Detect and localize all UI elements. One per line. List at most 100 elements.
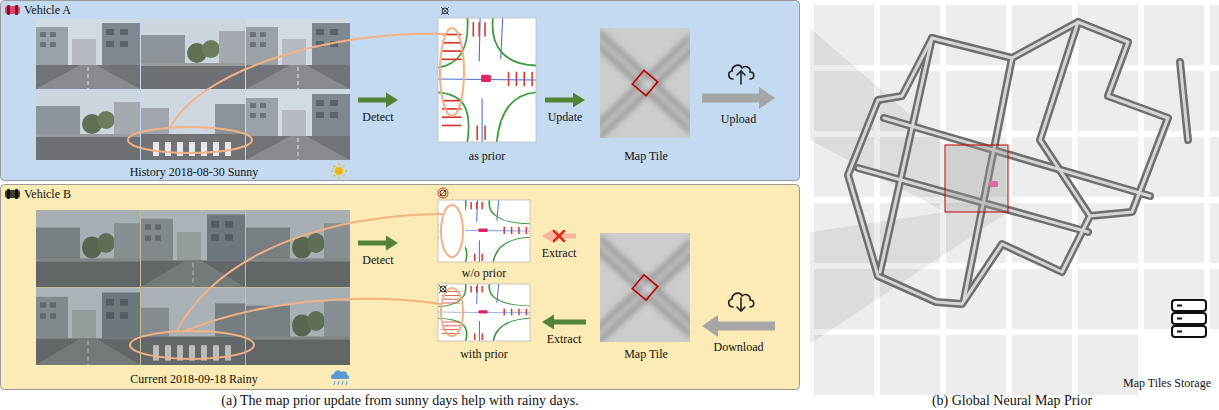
arrow-head <box>542 315 554 330</box>
flow-arrow <box>358 236 398 251</box>
highlight-ellipses <box>128 127 252 153</box>
hd-map-images <box>438 284 530 341</box>
vehicle-icons <box>15 189 18 199</box>
map-tile-grid <box>1012 335 1072 395</box>
vehicle-panel: Vehicle BCurrent 2018-09-18 Rainyw/o pri… <box>0 184 800 390</box>
vehicle-icons <box>5 6 20 14</box>
panel-divider <box>0 182 800 184</box>
hd-map-images <box>438 200 530 262</box>
camera-image: History 2018-08-30 Sunny <box>36 18 352 180</box>
map-tile: Map Tile <box>596 26 696 164</box>
weather-icons <box>338 177 339 179</box>
highlight-ellipses <box>441 288 463 336</box>
node-text: Map Tiles Storage <box>1123 376 1211 390</box>
server-icon <box>1172 300 1206 337</box>
weather-icons <box>343 166 345 168</box>
subfigure-caption: (a) The map prior update from sunny days… <box>221 393 578 409</box>
server-icon <box>1172 326 1206 337</box>
weather-icons <box>343 175 345 177</box>
map-tile-grid <box>1078 269 1138 329</box>
vehicle-icons <box>5 190 20 198</box>
gps-icons <box>440 190 446 196</box>
server-icon <box>1172 313 1206 324</box>
camera-images-rainy <box>36 210 350 365</box>
highlight-ellipses <box>182 299 441 332</box>
map-tile-grid <box>814 335 874 395</box>
hd-map-images <box>438 18 536 142</box>
node-text: as prior <box>469 149 505 163</box>
flow-arrow <box>545 93 585 108</box>
map-tile-grid <box>946 335 1006 395</box>
vehicle-icons <box>5 5 20 199</box>
arrow-shaft <box>358 98 387 103</box>
cloud-download-icon <box>729 293 754 311</box>
server-icon <box>1177 305 1182 307</box>
weather-icons <box>331 370 349 379</box>
hd-map-images <box>438 284 530 341</box>
camera-images-rainy <box>36 210 350 365</box>
arrow-head <box>573 93 585 108</box>
gps-icons <box>438 7 449 293</box>
highlight-ellipses <box>440 28 464 116</box>
map-tile-grid <box>1144 71 1204 131</box>
flow-arrow <box>542 229 576 244</box>
highlight-ellipses <box>441 205 463 257</box>
arrow-head <box>386 93 398 108</box>
vehicle-icons <box>7 189 10 199</box>
map-tile-grid <box>880 335 940 395</box>
cloud-download-icon <box>737 298 745 311</box>
weather-icons <box>346 381 347 385</box>
panel-backgrounds <box>1 1 800 390</box>
hd-map-images <box>438 18 536 142</box>
highlight-ellipses <box>130 331 254 359</box>
edge-label: Detect <box>362 110 393 124</box>
panel-backgrounds <box>1 185 800 390</box>
cloud-upload-icon <box>729 65 754 84</box>
map-tile-grid <box>1210 137 1219 197</box>
edge-label: Download <box>714 340 764 354</box>
camera-image: Current 2018-09-18 Rainy <box>36 207 352 387</box>
arrow-head <box>702 315 718 337</box>
edge-label: Update <box>548 110 583 124</box>
camera-images-sunny <box>246 19 350 89</box>
map-tile-grid <box>1144 203 1204 263</box>
weather-icons <box>342 381 343 385</box>
flow-arrow <box>542 315 586 330</box>
weather-icons <box>334 175 336 177</box>
blocked-mark <box>554 231 564 241</box>
weather-icons <box>334 381 347 385</box>
map-tile-grid <box>1144 5 1204 65</box>
arrow-shaft <box>716 322 775 331</box>
global-map-panel: Map Tiles Storage <box>810 0 1219 392</box>
camera-images-sunny <box>36 19 140 89</box>
gps-icons <box>440 190 447 197</box>
global-map-roads <box>848 22 1188 304</box>
vehicle-panel: Vehicle AHistory 2018-08-30 Sunnyas prio… <box>0 0 800 181</box>
weather-icons <box>334 381 335 385</box>
weather-icons <box>331 163 347 179</box>
highlight-ellipses <box>170 34 446 128</box>
node-text: Vehicle B <box>24 187 71 201</box>
arrow-shaft <box>545 98 574 103</box>
arrow-shaft <box>702 94 761 103</box>
server-icon <box>1172 300 1206 311</box>
weather-icons <box>335 167 343 175</box>
cloud-upload-icon <box>737 71 745 84</box>
blocked-mark <box>554 231 564 241</box>
hd-map: with prior <box>434 282 534 362</box>
highlight-tile <box>945 145 1008 212</box>
server-icon <box>1177 318 1182 320</box>
weather-icons <box>331 163 349 385</box>
highlight-ellipses <box>176 214 444 332</box>
node-text: with prior <box>460 347 508 361</box>
arrow-head <box>542 229 554 244</box>
hd-map-images <box>438 200 530 262</box>
map-tile-grid <box>814 5 1219 395</box>
vehicle-icons <box>7 5 10 15</box>
camera-images-sunny <box>36 19 350 160</box>
map-tile-images <box>595 28 695 342</box>
map-tile-grid <box>1210 203 1219 263</box>
gps-icons <box>442 8 448 14</box>
weather-icons <box>334 166 336 168</box>
